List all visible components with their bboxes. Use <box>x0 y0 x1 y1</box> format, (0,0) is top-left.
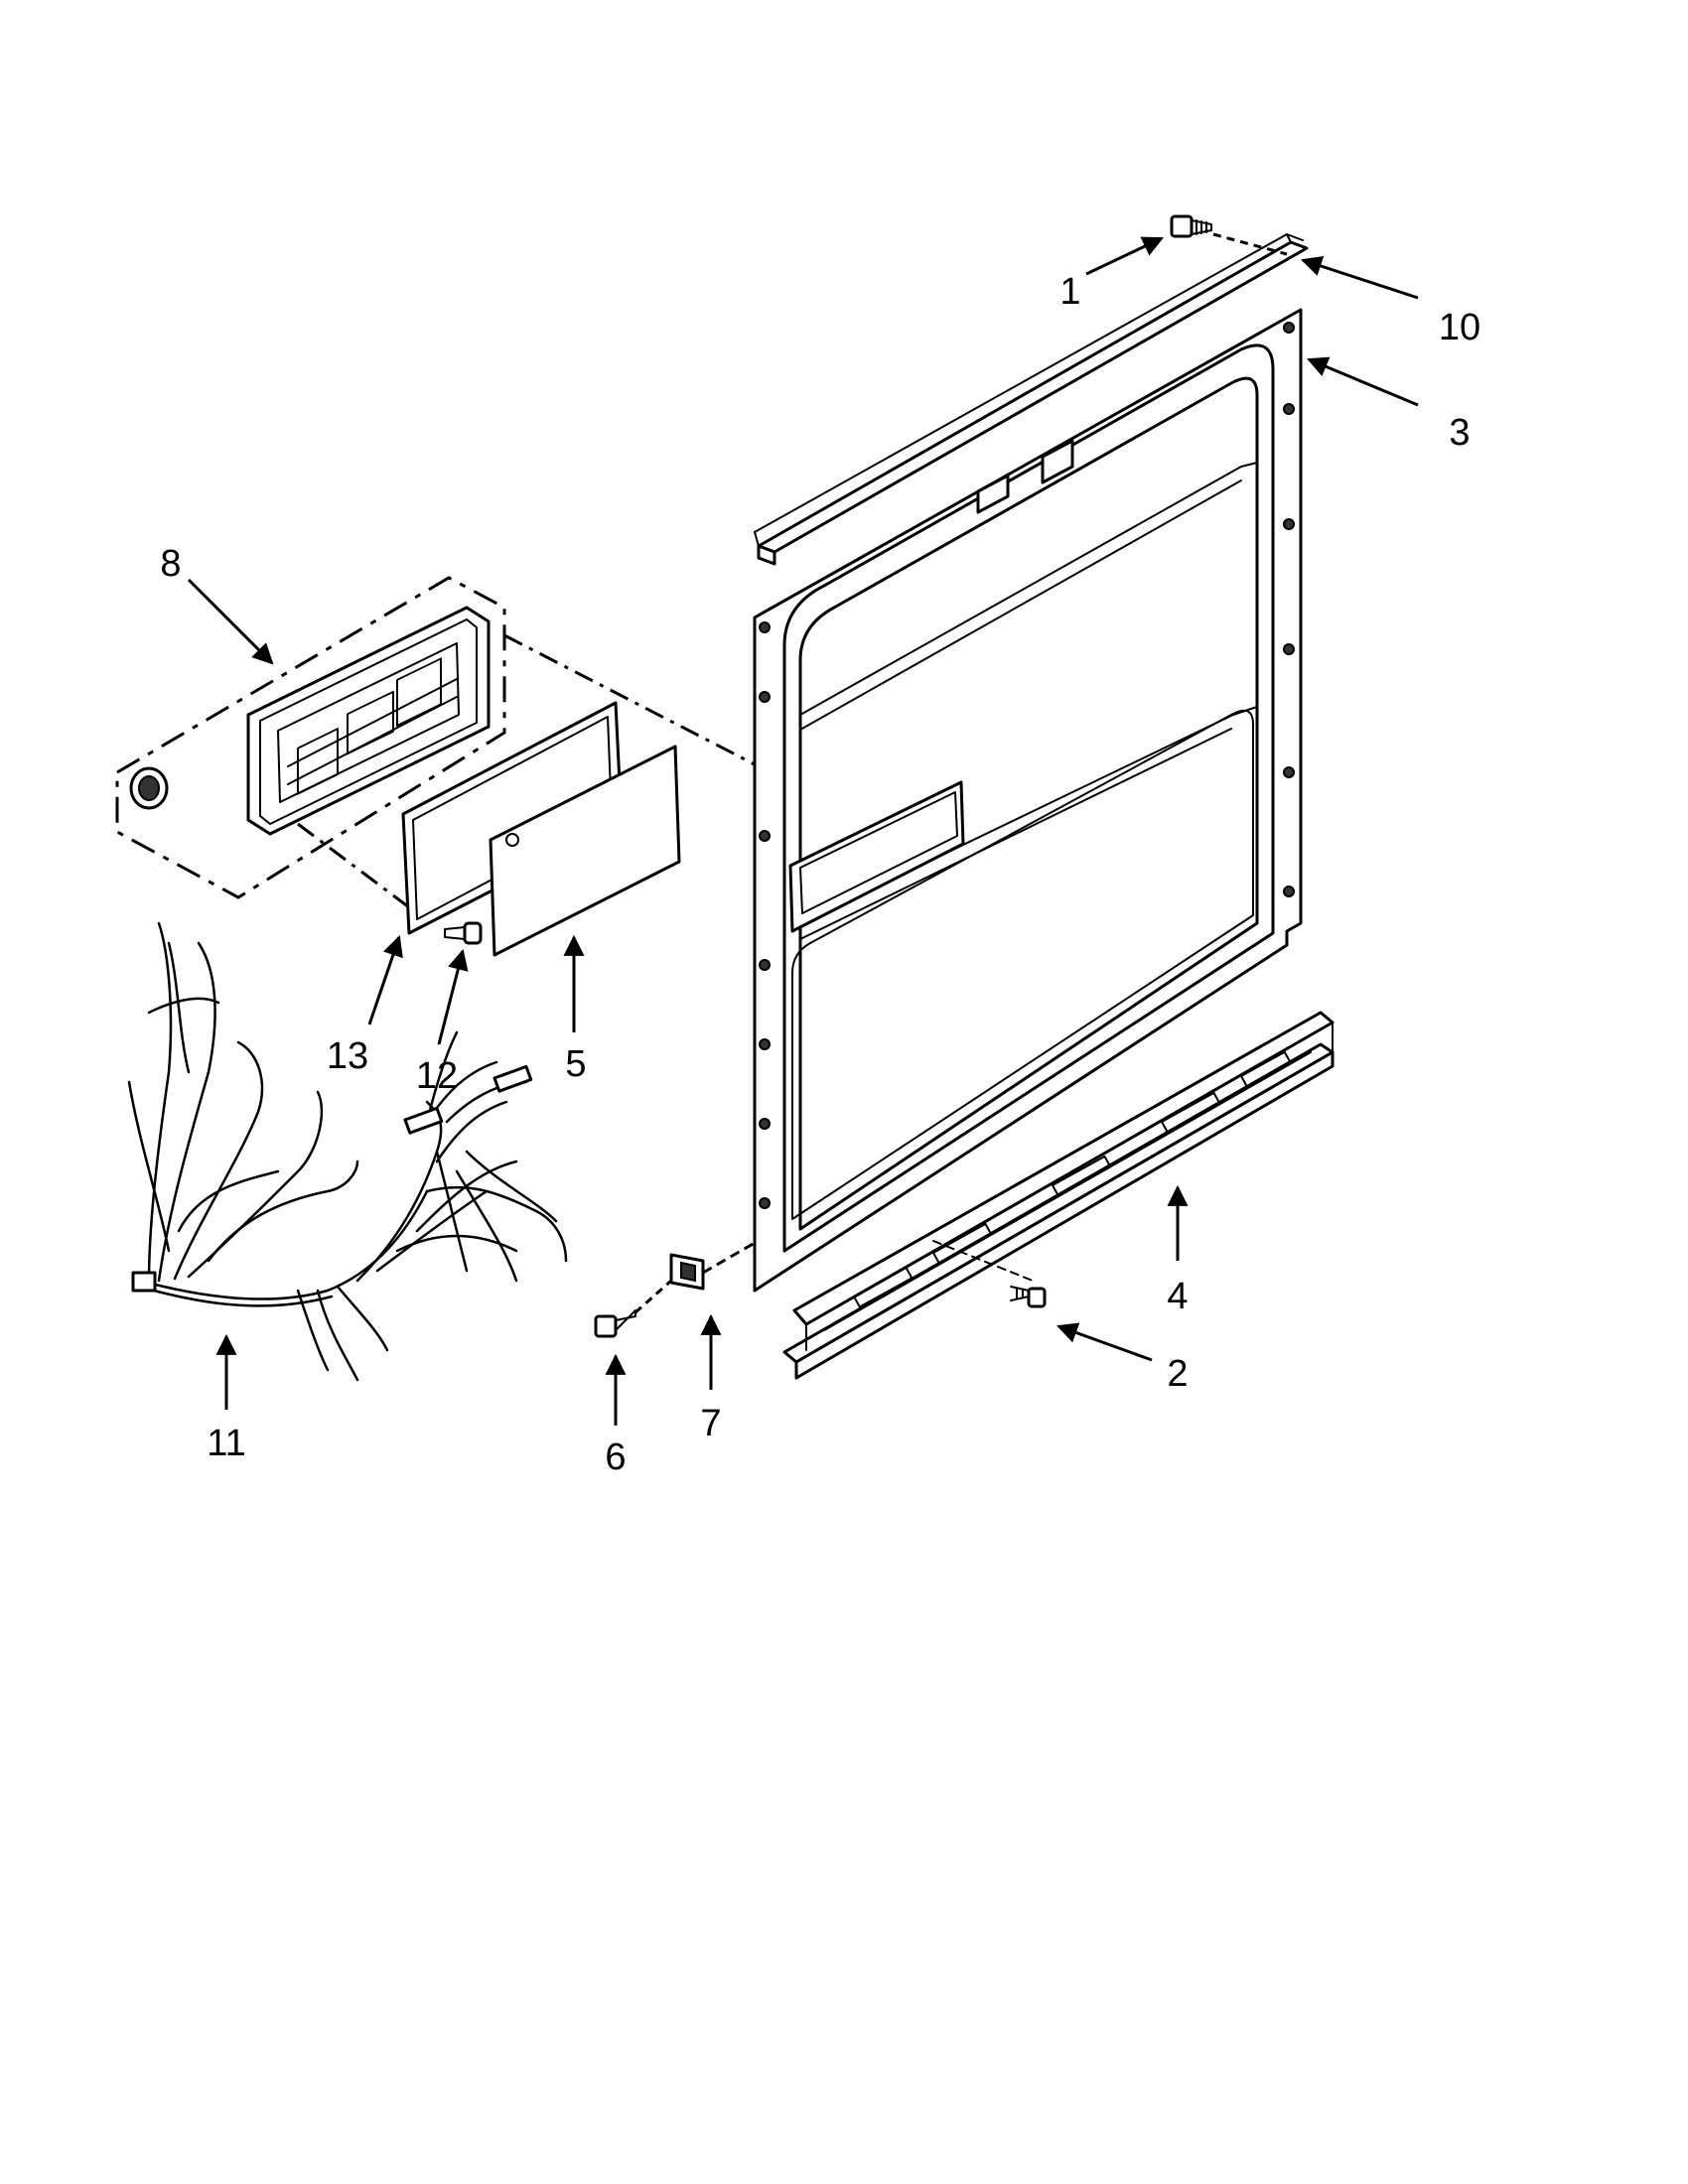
callout-4: 4 <box>1167 1276 1188 1317</box>
inner-door-panel <box>753 308 1303 1293</box>
insulation-plate <box>489 745 681 957</box>
callout-6: 6 <box>605 1436 626 1478</box>
wiring-harness <box>127 921 568 1382</box>
bottom-trim-rail <box>782 1011 1335 1380</box>
callout-11: 11 <box>207 1423 245 1464</box>
callout-7: 7 <box>700 1403 721 1444</box>
callout-5: 5 <box>565 1043 586 1085</box>
callout-13: 13 <box>327 1035 368 1077</box>
callout-1: 1 <box>1059 271 1080 313</box>
callout-3: 3 <box>1449 412 1470 454</box>
callout-12: 12 <box>416 1055 458 1097</box>
callout-2: 2 <box>1167 1353 1188 1395</box>
control-module <box>115 576 756 915</box>
door-bracket <box>669 1241 756 1291</box>
screw-rail <box>1010 1286 1047 1308</box>
screw-bracket <box>594 1279 672 1338</box>
callout-8: 8 <box>160 543 181 585</box>
top-trim-strip <box>754 233 1309 566</box>
callout-leaders <box>187 236 1419 1426</box>
screw-top <box>1170 214 1288 256</box>
screw-gasket <box>444 921 483 945</box>
callout-10: 10 <box>1439 307 1480 348</box>
